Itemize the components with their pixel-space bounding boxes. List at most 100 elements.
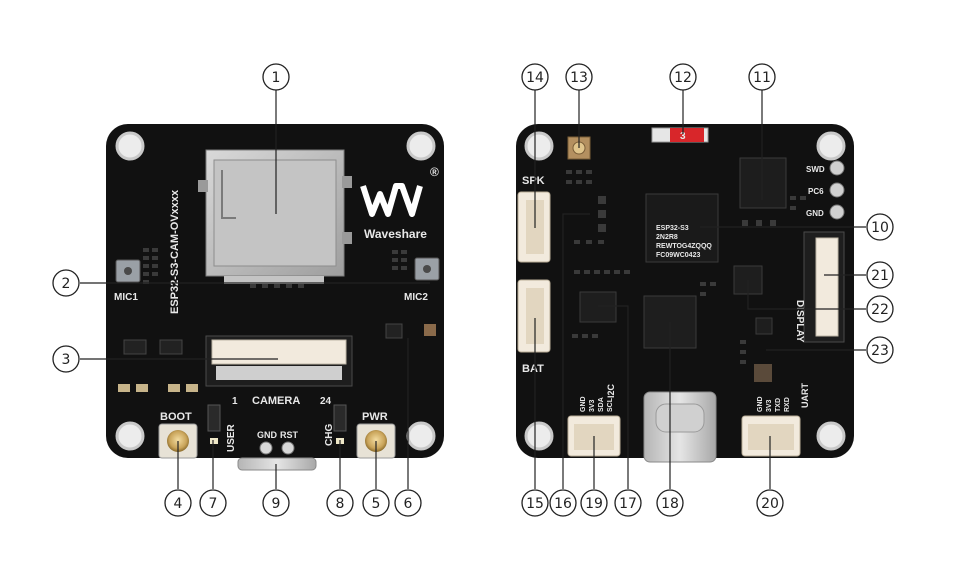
- callout-8: 8: [326, 489, 354, 517]
- front-pcb: [106, 124, 444, 458]
- callout-7: 7: [199, 489, 227, 517]
- label-chg: CHG: [324, 424, 335, 446]
- switch-label: 3: [680, 131, 686, 142]
- callout-12: 12: [669, 63, 697, 91]
- callout-14: 14: [521, 63, 549, 91]
- label-gnd: GND: [257, 430, 278, 440]
- label-display: DISPLAY: [794, 300, 805, 343]
- chip-line-3: REWTOG4ZQQQ: [656, 243, 712, 250]
- uart-pin-labels: GND 3V3 TXD RXD: [757, 396, 791, 412]
- regulator-chip: [123, 339, 147, 355]
- gnd-pad: [259, 441, 273, 455]
- front-board: ® Waveshare ESP32-S3-CAM-OVxxxx MIC1 MIC…: [106, 124, 444, 471]
- psram-chip: [739, 157, 787, 209]
- callouts: 1 2 3 4 5 6 7 8 9 10 11 12 13 14 15 16 1…: [52, 63, 894, 517]
- camera-connector: [205, 335, 353, 387]
- label-gnd-back: GND: [806, 209, 824, 218]
- svg-text:7: 7: [209, 496, 218, 512]
- callout-22: 22: [866, 295, 894, 323]
- inductor: [754, 364, 772, 382]
- callout-21: 21: [866, 261, 894, 289]
- label-camera-pin1: 1: [232, 396, 238, 407]
- red-switch[interactable]: [670, 128, 704, 142]
- callout-6: 6: [394, 489, 422, 517]
- front-led-block: [424, 324, 436, 336]
- label-rst: RST: [280, 430, 299, 440]
- i2c-pin-sda: SDA: [598, 397, 605, 412]
- svg-text:5: 5: [372, 496, 381, 512]
- small-ic: [755, 317, 773, 335]
- label-pc6: PC6: [808, 187, 824, 196]
- callout-1: 1: [262, 63, 290, 91]
- audio-codec-chip: [579, 291, 617, 323]
- label-swd: SWD: [806, 165, 825, 174]
- label-camera: CAMERA: [252, 395, 300, 407]
- front-usb-c-port: [237, 457, 317, 471]
- uart-pin-gnd: GND: [757, 396, 764, 412]
- callout-3: 3: [52, 345, 80, 373]
- svg-text:20: 20: [761, 496, 779, 512]
- svg-text:11: 11: [753, 70, 771, 86]
- rst-pad: [281, 441, 295, 455]
- svg-text:14: 14: [526, 70, 544, 86]
- callout-23: 23: [866, 336, 894, 364]
- i2c-pin-labels: GND 3V3 SDA SCL: [580, 396, 614, 412]
- callout-17: 17: [614, 489, 642, 517]
- esp32-s3-chip: ESP32-S3 2N2R8 REWTOG4ZQQQ FC09WC0423: [645, 193, 719, 263]
- svg-text:6: 6: [404, 496, 413, 512]
- label-user: USER: [226, 423, 237, 452]
- svg-text:22: 22: [871, 302, 889, 318]
- svg-text:4: 4: [174, 496, 183, 512]
- back-mounting-holes: [524, 131, 846, 451]
- callout-20: 20: [756, 489, 784, 517]
- svg-text:3: 3: [62, 352, 71, 368]
- callout-4: 4: [164, 489, 192, 517]
- label-mic2: MIC2: [404, 292, 428, 303]
- label-camera-pin24: 24: [320, 396, 332, 407]
- sd-card-slot: [198, 149, 352, 284]
- callout-2: 2: [52, 269, 80, 297]
- label-i2c: I2C: [606, 383, 616, 398]
- svg-text:2: 2: [62, 276, 71, 292]
- callout-11: 11: [748, 63, 776, 91]
- i2c-pin-scl: SCL: [607, 397, 614, 412]
- label-boot: BOOT: [160, 411, 192, 423]
- svg-text:13: 13: [570, 70, 588, 86]
- i2c-pin-3v3: 3V3: [589, 399, 596, 412]
- waveshare-logo: [360, 183, 423, 217]
- callout-5: 5: [362, 489, 390, 517]
- label-uart: UART: [800, 383, 810, 408]
- svg-text:16: 16: [554, 496, 572, 512]
- label-pwr: PWR: [362, 411, 388, 423]
- uart-pin-3v3: 3V3: [766, 399, 773, 412]
- svg-text:1: 1: [272, 70, 281, 86]
- model-text: ESP32-S3-CAM-OVxxxx: [169, 189, 181, 314]
- svg-text:15: 15: [526, 496, 544, 512]
- leader-lines: [80, 90, 866, 489]
- svg-text:23: 23: [871, 343, 889, 359]
- pc6-pad: [829, 182, 845, 198]
- svg-text:8: 8: [336, 496, 345, 512]
- brand-name: Waveshare: [364, 227, 427, 241]
- user-led: [210, 438, 218, 444]
- svg-text:12: 12: [674, 70, 692, 86]
- i2c-pin-gnd: GND: [580, 396, 587, 412]
- chip-line-2: 2N2R8: [656, 234, 678, 241]
- back-passives: [566, 170, 806, 364]
- callout-9: 9: [262, 489, 290, 517]
- callout-16: 16: [549, 489, 577, 517]
- svg-text:10: 10: [871, 220, 889, 236]
- callout-19: 19: [580, 489, 608, 517]
- callout-15: 15: [521, 489, 549, 517]
- svg-text:18: 18: [661, 496, 679, 512]
- svg-text:9: 9: [272, 496, 281, 512]
- svg-text:19: 19: [585, 496, 603, 512]
- swd-pad: [829, 160, 845, 176]
- gnd-pad-back: [829, 204, 845, 220]
- chip-line-4: FC09WC0423: [656, 252, 700, 259]
- svg-text:17: 17: [619, 496, 637, 512]
- callout-18: 18: [656, 489, 684, 517]
- callout-13: 13: [565, 63, 593, 91]
- label-mic1: MIC1: [114, 292, 138, 303]
